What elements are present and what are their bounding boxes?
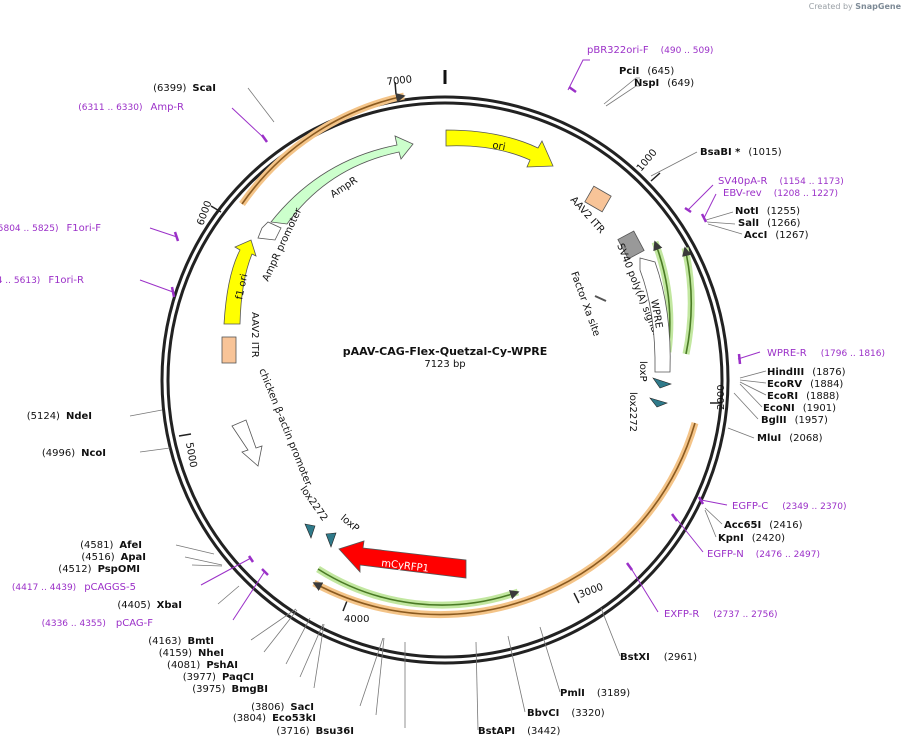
enzyme-bstapi: BstAPI(3442) [478,726,561,737]
f1ori-label: f1 ori [234,273,250,301]
enzyme-bstxi: BstXI(2961) [620,652,697,663]
primer-sv40pa-r: SV40pA-R(1154 .. 1173) [718,176,844,187]
primer-pbr322ori-f: pBR322ori-F(490 .. 509) [587,45,713,56]
plasmid-size: 7123 bp [424,359,465,370]
tick-3000: 3000 [577,582,605,601]
primer-f1ori-f: (5804 .. 5825)F1ori-F [0,223,101,234]
primer-labels-right: pBR322ori-F(490 .. 509) SV40pA-R(1154 ..… [587,45,885,620]
tick-5000: 5000 [183,442,198,469]
enzyme-bmti: (4163)BmtI [148,636,214,647]
enzyme-mlui: MluI(2068) [757,433,823,444]
tick-4000: 4000 [344,614,369,625]
enzyme-noti: NotI(1255) [735,206,800,217]
chicken-actin-arrow [231,419,263,467]
sv40-polya-box [617,230,645,260]
lox2272-left-marker [304,523,316,539]
ori-label: ori [491,140,506,153]
enzyme-ecori: EcoRI(1888) [767,391,839,402]
factor-xa-label: Factor Xa site [568,270,602,338]
enzyme-bglii: BglII(1957) [761,415,828,426]
primer-pcaggs-5: (4417 .. 4439)pCAGGS-5 [12,582,136,593]
credit-prefix: Created by [808,2,853,11]
snapgene-logo: SnapGene [855,2,901,11]
enzyme-eco53ki: (3804)Eco53kI [233,713,316,724]
loxp-left-marker [325,532,337,548]
primer-f1ori-r: (5594 .. 5613)F1ori-R [0,275,84,286]
aav2-itr-left-box [221,336,237,364]
tick-2000: 2000 [716,385,727,410]
primer-egfp-n: EGFP-N(2476 .. 2497) [707,549,820,560]
ampr-promoter-arrow [257,221,282,241]
tick-marks [178,81,722,612]
wpre-label: WPRE [648,299,664,330]
enzyme-bsu36i: (3716)Bsu36I [276,726,354,737]
enzyme-pspomi: (4512)PspOMI [58,564,140,575]
lox2272-right-marker [649,397,668,408]
enzyme-pcii: PciI(645) [619,66,674,77]
loxp-right-label: loxP [637,361,648,382]
primer-leaders [139,59,761,621]
tick-6000: 6000 [195,199,214,227]
ori-arrow [445,129,554,168]
enzyme-acc65i: Acc65I(2416) [724,520,803,531]
plasmid-name: pAAV-CAG-Flex-Quetzal-Cy-WPRE [343,345,548,358]
mcyrfp1-arrow [338,540,467,579]
lox2272-left-label: lox2272 [298,484,330,523]
ampr-arrow [270,135,414,225]
backbone-inner [166,101,724,659]
aav2-itr-left-label: AAV2 ITR [249,312,260,358]
enzyme-hindiii: HindIII(1876) [767,367,846,378]
loxp-left-label: loxP [338,513,361,535]
loxp-right-marker [652,377,672,389]
factor-xa-marker [594,295,607,302]
wpre-arrow [639,257,671,373]
enzyme-ndei: (5124)NdeI [27,411,92,422]
enzyme-xbai: (4405)XbaI [117,600,182,611]
primer-pcag-f: (4336 .. 4355)pCAG-F [42,618,154,629]
enzyme-labels-right: PciI(645) NspI(649) BsaBI *(1015) NotI(1… [478,66,846,737]
enzyme-apai: (4516)ApaI [81,552,146,563]
primer-wpre-r: WPRE-R(1796 .. 1816) [767,348,885,359]
tick-1000: 1000 [635,147,660,174]
enzyme-bsabi: BsaBI *(1015) [700,147,782,158]
enzyme-ncoi: (4996)NcoI [42,448,106,459]
enzyme-saci: (3806)SacI [251,702,314,713]
aav2-itr-right-box [584,185,612,213]
snapgene-credit: Created by SnapGene [809,2,901,11]
tick-7000: 7000 [386,74,412,88]
f1ori-arrow [223,239,257,325]
primer-egfp-c: EGFP-C(2349 .. 2370) [732,501,847,512]
primer-labels-left: (4417 .. 4439)pCAGGS-5 (4336 .. 4355)pCA… [0,102,184,629]
outer-feature-arcs [239,92,699,619]
enzyme-sali: SalI(1266) [738,218,800,229]
enzyme-afei: (4581)AfeI [80,540,142,551]
enzyme-bmgbi: (3975)BmgBI [192,684,268,695]
enzyme-leaders [129,77,767,731]
enzyme-paqci: (3977)PaqCI [183,672,254,683]
primer-amp-r: (6311 .. 6330)Amp-R [78,102,184,113]
enzyme-labels-left: (3716)Bsu36I (3804)Eco53kI (3806)SacI (3… [27,83,354,737]
enzyme-pshai: (4081)PshAI [167,660,238,671]
lox2272-right-label: lox2272 [627,392,638,432]
primer-exfp-r: EXFP-R(2737 .. 2756) [664,609,778,620]
enzyme-ecorv: EcoRV(1884) [767,379,843,390]
enzyme-pmli: PmlI(3189) [560,688,630,699]
enzyme-nhei: (4159)NheI [159,648,224,659]
primer-ebv-rev: EBV-rev(1208 .. 1227) [723,188,838,199]
enzyme-scai: (6399)ScaI [153,83,216,94]
chicken-actin-label: chicken β-actin promoter [256,367,314,488]
enzyme-nspi: NspI(649) [634,78,694,89]
enzyme-acci: AccI(1267) [744,230,809,241]
enzyme-kpni: KpnI(2420) [718,533,785,544]
backbone-outer [160,95,730,665]
enzyme-bbvci: BbvCI(3320) [527,708,605,719]
enzyme-econi: EcoNI(1901) [763,403,836,414]
